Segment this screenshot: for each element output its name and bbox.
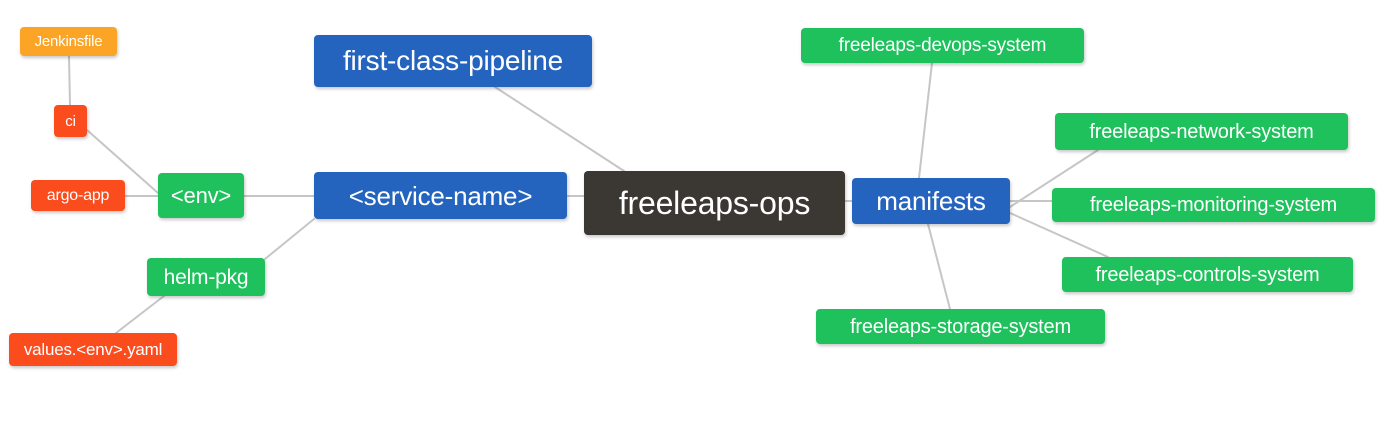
node-env[interactable]: <env>: [158, 173, 244, 218]
node-label-argo-app: argo-app: [46, 186, 110, 204]
node-values-yaml[interactable]: values.<env>.yaml: [9, 333, 177, 366]
node-freeleaps-ops[interactable]: freeleaps-ops: [584, 171, 845, 235]
node-freeleaps-devops-system[interactable]: freeleaps-devops-system: [801, 28, 1084, 63]
node-freeleaps-storage-system[interactable]: freeleaps-storage-system: [816, 309, 1105, 344]
node-label-freeleaps-devops-system: freeleaps-devops-system: [838, 35, 1047, 56]
node-label-first-class-pipeline: first-class-pipeline: [342, 45, 564, 76]
edge-manifests-to-freeleaps-storage-system: [927, 223, 951, 310]
node-freeleaps-network-system[interactable]: freeleaps-network-system: [1055, 113, 1348, 150]
node-service-name[interactable]: <service-name>: [314, 172, 567, 219]
node-label-freeleaps-controls-system: freeleaps-controls-system: [1095, 263, 1320, 286]
node-freeleaps-monitoring-system[interactable]: freeleaps-monitoring-system: [1052, 188, 1375, 222]
node-label-manifests: manifests: [876, 186, 986, 216]
node-label-freeleaps-ops: freeleaps-ops: [618, 185, 811, 221]
node-label-freeleaps-monitoring-system: freeleaps-monitoring-system: [1090, 194, 1337, 216]
node-label-ci: ci: [65, 112, 76, 130]
node-label-service-name: <service-name>: [348, 180, 533, 211]
node-helm-pkg[interactable]: helm-pkg: [147, 258, 265, 296]
edge-first-class-pipeline-to-freeleaps-ops: [494, 86, 625, 172]
node-label-jenkinsfile: Jenkinsfile: [34, 33, 103, 50]
edge-jenkinsfile-to-ci: [68, 55, 71, 106]
node-ci[interactable]: ci: [54, 105, 87, 137]
edge-manifests-to-freeleaps-devops-system: [918, 62, 933, 179]
node-label-freeleaps-network-system: freeleaps-network-system: [1089, 120, 1314, 143]
node-label-values-yaml: values.<env>.yaml: [23, 340, 163, 359]
node-label-env: <env>: [170, 182, 232, 208]
edge-helm-pkg-to-values-yaml: [115, 295, 165, 334]
node-label-freeleaps-storage-system: freeleaps-storage-system: [850, 315, 1071, 338]
node-manifests[interactable]: manifests: [852, 178, 1010, 224]
node-jenkinsfile[interactable]: Jenkinsfile: [20, 27, 117, 56]
node-freeleaps-controls-system[interactable]: freeleaps-controls-system: [1062, 257, 1353, 292]
node-label-helm-pkg: helm-pkg: [163, 265, 249, 289]
edge-service-name-to-helm-pkg: [264, 218, 315, 260]
node-argo-app[interactable]: argo-app: [31, 180, 125, 211]
node-first-class-pipeline[interactable]: first-class-pipeline: [314, 35, 592, 87]
